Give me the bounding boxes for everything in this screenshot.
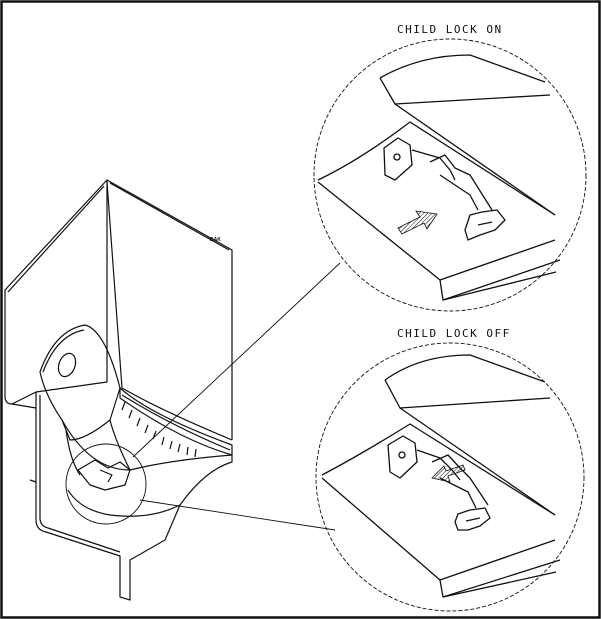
- wall-backplate: [35, 392, 181, 601]
- top-edge: [106, 179, 233, 440]
- detail-marker-circle: [65, 443, 147, 525]
- shroud-hole: [57, 352, 77, 378]
- shroud: [39, 324, 121, 441]
- front-face: [106, 181, 233, 441]
- arrow-engage: [397, 210, 438, 235]
- detail-view-lock-off: [315, 342, 585, 612]
- dispenser-rim: [119, 387, 233, 456]
- brand-mark: BAK: [210, 237, 221, 243]
- left-side-panel: [4, 179, 108, 405]
- lower-housing: [61, 419, 233, 517]
- child-lock-off-label: CHILD LOCK OFF: [397, 327, 511, 340]
- leader-lines: [132, 262, 341, 531]
- child-lock-on-label: CHILD LOCK ON: [397, 23, 503, 36]
- detail-view-lock-on: [313, 38, 587, 312]
- dispenser-body: BAK: [4, 179, 233, 601]
- arrow-disengage: [431, 464, 466, 483]
